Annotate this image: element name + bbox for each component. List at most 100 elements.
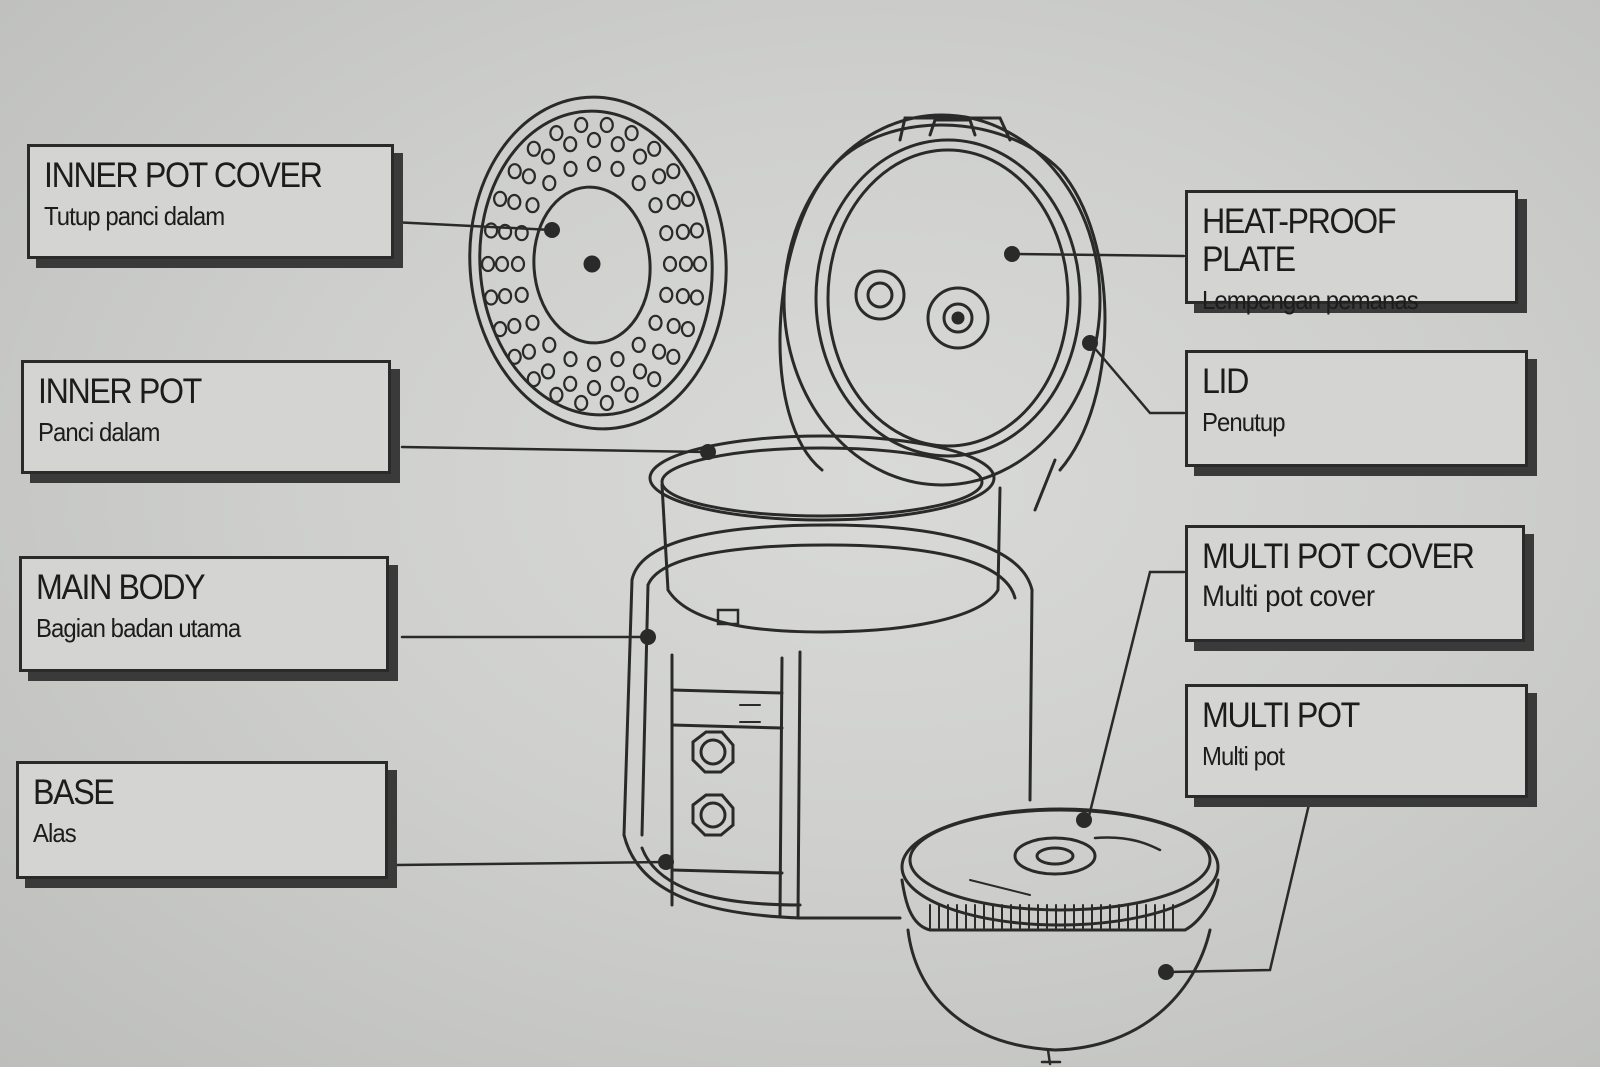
perforation-hole (647, 140, 662, 157)
perforation-hole (624, 386, 639, 403)
perforation-hole (632, 363, 648, 380)
perforation-hole (563, 160, 578, 177)
perforation-hole (484, 222, 499, 239)
perforation-hole (498, 223, 513, 240)
perforation-hole (610, 136, 625, 153)
perforation-hole (692, 255, 708, 273)
main-body-drawing (622, 434, 1034, 920)
perforation-hole (493, 190, 508, 207)
perforation-hole (610, 160, 625, 177)
perforation-hole (648, 197, 663, 214)
perforation-hole (540, 148, 556, 165)
perforation-hole (675, 288, 691, 305)
perforation-hole (610, 351, 625, 368)
perforation-hole (514, 225, 529, 242)
label-subtitle: Bagian badan utama (36, 613, 241, 643)
label-subtitle: Lempengan pemanas (1202, 285, 1419, 315)
label-subtitle: Tutup panci dalam (44, 201, 225, 231)
perforation-hole (480, 255, 496, 273)
label-subtitle: Multi pot (1202, 741, 1285, 771)
perforation-hole (586, 379, 602, 397)
perforation-hole (651, 343, 667, 360)
perforation-hole (493, 321, 508, 338)
label-heat-proof-plate: HEAT-PROOF PLATE Lempengan pemanas (1185, 190, 1518, 315)
perforation-hole (549, 125, 564, 142)
perforation-hole (678, 255, 694, 273)
label-subtitle: Panci dalam (38, 417, 160, 447)
perforation-hole (647, 371, 662, 388)
perforation-hole (680, 321, 696, 338)
perforation-hole (563, 375, 578, 392)
multi-pot-drawing (900, 807, 1220, 1066)
perforation-hole (521, 343, 537, 360)
inner-pot-cover-drawing (468, 95, 728, 431)
perforation-hole (514, 286, 529, 303)
perforation-hole (586, 155, 602, 173)
perforation-hole (610, 375, 625, 392)
label-subtitle: Multi pot cover (1202, 580, 1375, 613)
perforation-hole (689, 222, 705, 239)
label-lid: LID Penutup (1185, 350, 1528, 467)
perforation-hole (563, 351, 578, 368)
label-title: HEAT-PROOF PLATE (1202, 202, 1397, 279)
perforation-hole (666, 163, 681, 180)
label-title: MULTI POT COVER (1202, 537, 1475, 576)
perforation-hole (510, 255, 526, 273)
perforation-hole (675, 223, 691, 240)
perforation-hole (599, 116, 614, 134)
perforation-hole (586, 131, 602, 149)
perforation-hole (666, 317, 681, 335)
label-subtitle: Penutup (1202, 407, 1286, 437)
perforation-hole (498, 288, 513, 305)
leader-lines (390, 220, 1312, 974)
label-title: INNER POT COVER (44, 156, 323, 195)
label-multi-pot-cover: MULTI POT COVER Multi pot cover (1185, 525, 1525, 642)
perforation-hole (484, 289, 499, 306)
perforation-hole (631, 336, 646, 353)
perforation-hole (648, 314, 663, 331)
perforation-hole (525, 314, 540, 331)
perforation-hole (507, 348, 522, 365)
perforation-hole (666, 348, 681, 365)
perforation-hole (574, 394, 589, 412)
perforation-hole (662, 255, 678, 273)
perforation-hole (542, 175, 557, 192)
label-multi-pot: MULTI POT Multi pot (1185, 684, 1528, 798)
perforation-hole (680, 190, 696, 207)
perforation-hole (494, 255, 510, 273)
label-inner-pot: INNER POT Panci dalam (21, 360, 391, 474)
perforation-hole (631, 175, 646, 192)
perforation-hole (574, 116, 589, 134)
perforation-hole (521, 168, 537, 185)
perforation-hole (507, 317, 522, 335)
perforation-hole (507, 193, 522, 211)
perforation-hole (507, 163, 522, 180)
perforation-hole (563, 136, 578, 153)
perforation-hole (666, 193, 681, 211)
perforation-hole (599, 394, 614, 412)
lid-drawing (778, 113, 1107, 512)
perforation-hole (624, 125, 639, 142)
perforation-hole (526, 371, 541, 388)
perforation-hole (540, 363, 556, 380)
perforation-hole (525, 197, 540, 214)
label-title: MULTI POT (1202, 696, 1360, 735)
perforation-hole (689, 289, 705, 306)
label-main-body: MAIN BODY Bagian badan utama (19, 556, 389, 672)
label-title: MAIN BODY (36, 568, 206, 607)
perforation-hole (632, 148, 648, 165)
label-subtitle: Alas (33, 818, 77, 848)
perforation-hole (651, 168, 667, 185)
label-base: BASE Alas (16, 761, 388, 879)
perforation-hole (549, 386, 564, 403)
perforation-hole (526, 140, 541, 157)
perforation-hole (659, 225, 674, 242)
perforation-hole (659, 286, 674, 303)
perforation-hole (586, 355, 602, 373)
perforation-hole (542, 336, 557, 353)
label-title: LID (1202, 362, 1249, 401)
label-inner-pot-cover: INNER POT COVER Tutup panci dalam (27, 144, 394, 259)
label-title: BASE (33, 773, 115, 812)
